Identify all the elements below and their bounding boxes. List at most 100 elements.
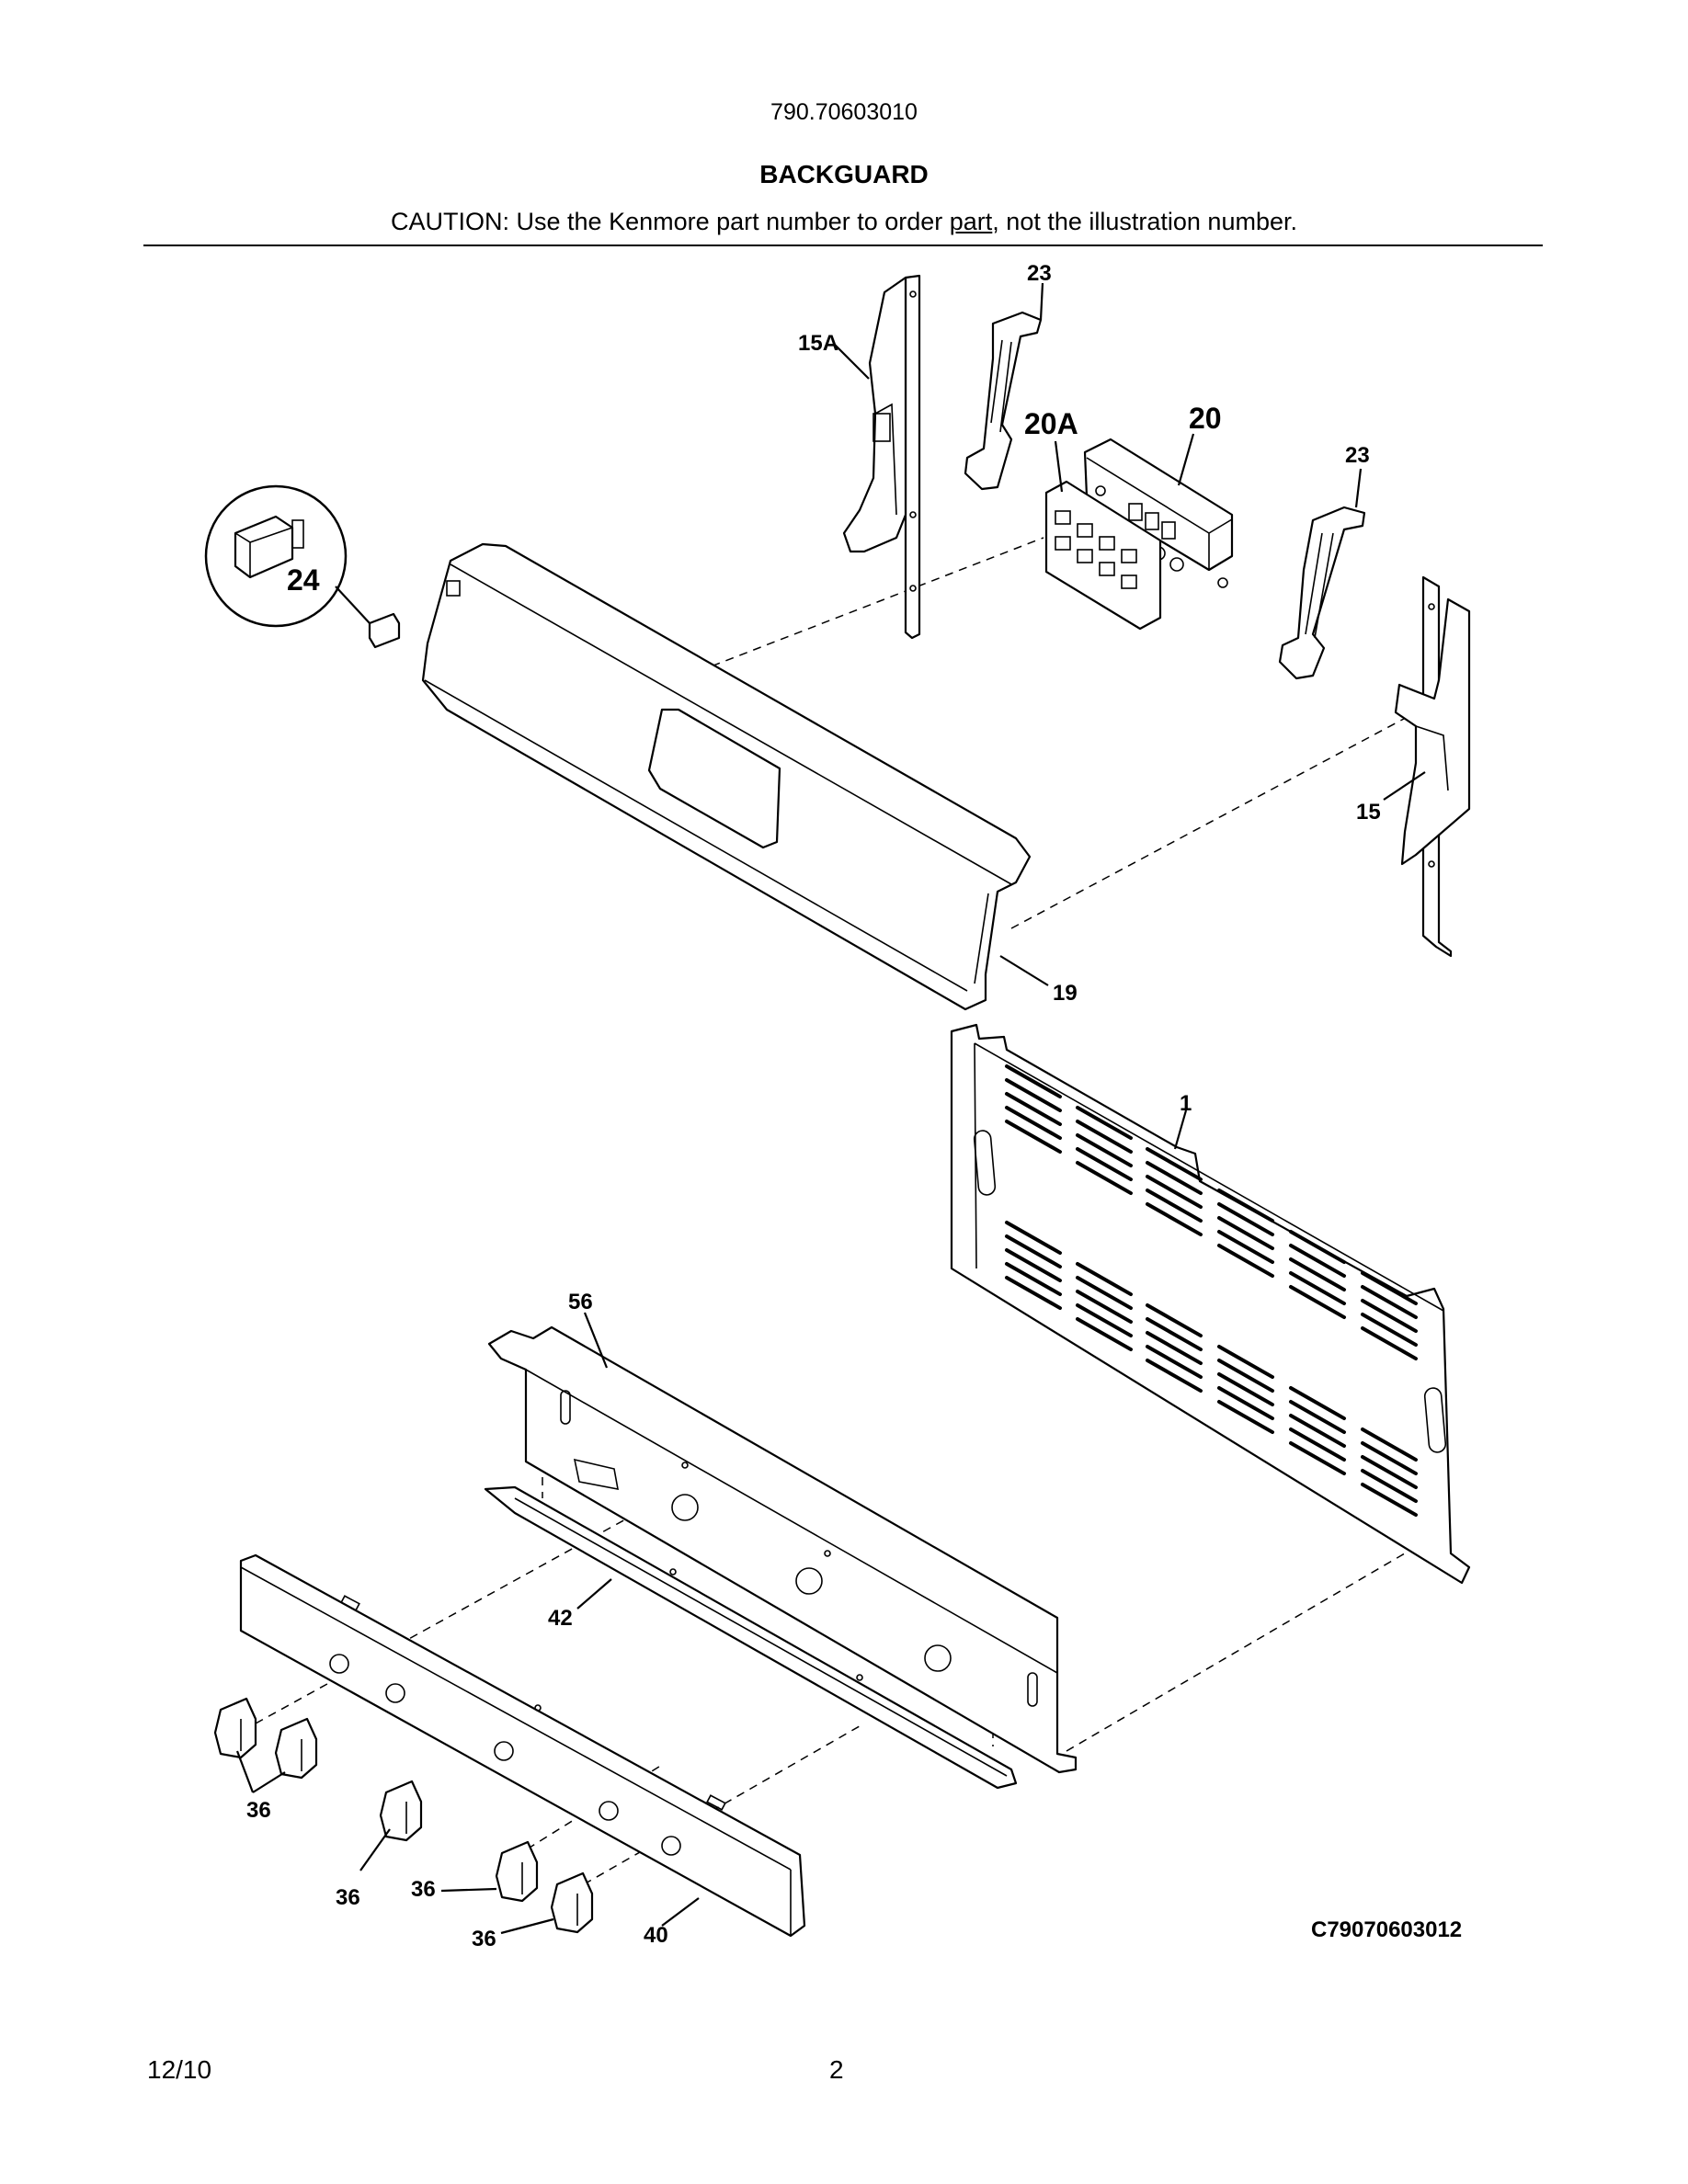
- vent-slot: [1076, 1262, 1133, 1297]
- vent-slot: [1146, 1147, 1203, 1182]
- vent-slot: [1005, 1248, 1062, 1283]
- model-number: 790.70603010: [770, 99, 918, 125]
- vent-slot: [1361, 1455, 1418, 1490]
- callout-24: 24: [287, 563, 320, 597]
- vent-slot: [1076, 1161, 1133, 1196]
- vent-slot: [1076, 1303, 1133, 1338]
- callout-23-upper: 23: [1027, 261, 1052, 286]
- part-1-rear-panel: [950, 1023, 1471, 1585]
- vent-slot: [1217, 1359, 1274, 1393]
- callout-40: 40: [644, 1923, 668, 1948]
- vent-slot: [1146, 1317, 1203, 1352]
- caution-prefix: CAUTION: Use the Kenmore part number to …: [391, 208, 950, 235]
- callout-56: 56: [568, 1290, 593, 1314]
- vent-slot: [1289, 1271, 1346, 1306]
- knob-1: [213, 1697, 257, 1759]
- vent-slot: [1217, 1244, 1274, 1279]
- vent-slot: [1076, 1276, 1133, 1311]
- vent-slot: [1217, 1372, 1274, 1407]
- part-42-trim-strip: [484, 1485, 1018, 1790]
- callout-42: 42: [548, 1606, 573, 1631]
- page-number: 2: [829, 2055, 844, 2084]
- callout-36-d: 36: [472, 1927, 496, 1951]
- rear-panel-vent-slots: [1005, 1064, 1418, 1518]
- part-23-right-bracket: [1278, 506, 1366, 680]
- vent-slot: [1076, 1147, 1133, 1182]
- vent-slot: [1146, 1161, 1203, 1196]
- vent-slot: [1217, 1400, 1274, 1435]
- vent-slot: [1361, 1285, 1418, 1320]
- vent-slot: [1076, 1317, 1133, 1352]
- vent-slot: [1005, 1092, 1062, 1127]
- vent-slot: [1217, 1386, 1274, 1421]
- section-title: BACKGUARD: [759, 160, 929, 188]
- callout-36-c: 36: [411, 1877, 436, 1902]
- vent-slot: [1289, 1230, 1346, 1265]
- part-40-manifold-panel: [239, 1553, 806, 1938]
- callout-23-right: 23: [1345, 443, 1370, 468]
- vent-slot: [1361, 1469, 1418, 1504]
- vent-slot: [1005, 1234, 1062, 1269]
- vent-slot: [1146, 1303, 1203, 1338]
- vent-slot: [1076, 1120, 1133, 1155]
- caution-note: CAUTION: Use the Kenmore part number to …: [0, 208, 1688, 236]
- part-56-control-support: [487, 1325, 1078, 1774]
- vent-slot: [1289, 1414, 1346, 1449]
- revision-date: 12/10: [147, 2055, 212, 2084]
- vent-slot: [1361, 1271, 1418, 1306]
- callout-15A: 15A: [798, 331, 838, 356]
- callout-20A: 20A: [1024, 407, 1078, 440]
- vent-slot: [1289, 1428, 1346, 1462]
- vent-slot: [1005, 1064, 1062, 1099]
- vent-slot: [1361, 1428, 1418, 1462]
- callout-labels: 23 15A 20A 20 23 24 15 19 1 56 42 36 36 …: [246, 261, 1462, 1951]
- vent-slot: [1289, 1400, 1346, 1435]
- part-24-switch: [204, 484, 401, 649]
- knob-3: [379, 1780, 423, 1842]
- vent-slot: [1005, 1262, 1062, 1297]
- part-15A-left-end-bracket: [842, 274, 921, 640]
- caution-part-link: part: [949, 208, 993, 235]
- callout-36-a: 36: [246, 1798, 271, 1823]
- vent-slot: [1217, 1230, 1274, 1265]
- callout-36-b: 36: [336, 1885, 360, 1910]
- callout-15: 15: [1356, 800, 1381, 825]
- knob-2: [274, 1717, 318, 1780]
- vent-slot: [1146, 1331, 1203, 1366]
- vent-slot: [1289, 1441, 1346, 1476]
- vent-slot: [1289, 1244, 1346, 1279]
- header-rule: [143, 245, 1543, 246]
- vent-slot: [1005, 1221, 1062, 1256]
- drawing-code: C79070603012: [1311, 1917, 1462, 1942]
- vent-slot: [1005, 1120, 1062, 1155]
- vent-slot: [1076, 1290, 1133, 1325]
- vent-slot: [1146, 1202, 1203, 1237]
- vent-slot: [1361, 1326, 1418, 1361]
- vent-slot: [1076, 1133, 1133, 1168]
- knob-5: [550, 1871, 594, 1934]
- callout-1: 1: [1180, 1091, 1192, 1116]
- vent-slot: [1217, 1216, 1274, 1251]
- callout-leader-lines: [235, 282, 1426, 1935]
- vent-slot: [1289, 1386, 1346, 1421]
- part-36-knobs: [213, 1697, 594, 1934]
- knob-4: [495, 1840, 539, 1903]
- caution-suffix: , not the illustration number.: [992, 208, 1297, 235]
- vent-slot: [1146, 1189, 1203, 1223]
- vent-slot: [1005, 1106, 1062, 1141]
- vent-slot: [1076, 1106, 1133, 1141]
- part-23-upper-bracket: [964, 311, 1043, 491]
- vent-slot: [1217, 1345, 1274, 1380]
- vent-slot: [1289, 1257, 1346, 1292]
- part-15-right-end-bracket: [1394, 575, 1471, 958]
- vent-slot: [1146, 1359, 1203, 1393]
- vent-slot: [1361, 1441, 1418, 1476]
- vent-slot: [1361, 1313, 1418, 1348]
- vent-slot: [1361, 1299, 1418, 1334]
- vent-slot: [1005, 1276, 1062, 1311]
- vent-slot: [1005, 1078, 1062, 1113]
- part-20A-overlay: [1044, 480, 1162, 631]
- vent-slot: [1146, 1345, 1203, 1380]
- vent-slot: [1361, 1483, 1418, 1518]
